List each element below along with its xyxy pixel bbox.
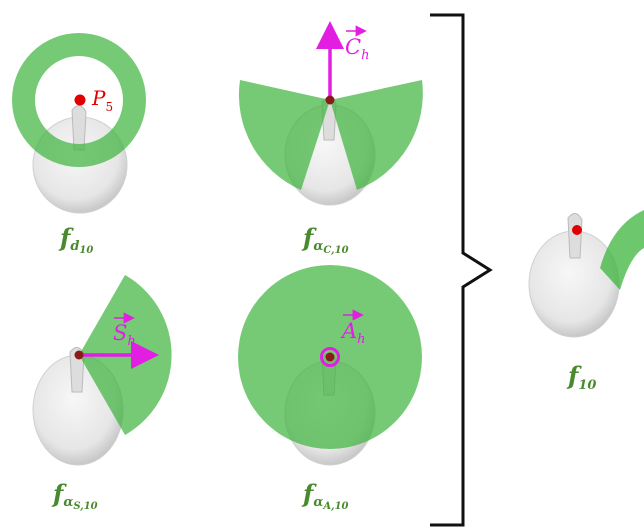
- point-dot: [326, 353, 335, 362]
- point-dot: [75, 351, 84, 360]
- combine-bracket: [430, 15, 490, 525]
- label-f10: f10: [566, 361, 596, 393]
- label-f-alpha-c10: fαC,10: [301, 223, 349, 256]
- panel-f-alpha-c10: Ch fαC,10: [239, 28, 423, 256]
- vector-c-label: Ch: [345, 35, 369, 63]
- point-dot: [326, 96, 335, 105]
- point-label: P5: [91, 86, 113, 114]
- label-f-alpha-a10: fαA,10: [301, 479, 349, 512]
- label-f-alpha-s10: fαS,10: [51, 479, 98, 512]
- panel-f-alpha-s10: Sh fαS,10: [33, 275, 172, 512]
- label-f-d10: fd10: [58, 223, 93, 256]
- point-p5: [75, 95, 86, 106]
- panel-f10: f10: [529, 210, 644, 393]
- panel-f-alpha-a10: Ah fαA,10: [238, 265, 422, 512]
- panel-f-d10: P5 fd10: [12, 33, 146, 256]
- point-dot: [572, 225, 582, 235]
